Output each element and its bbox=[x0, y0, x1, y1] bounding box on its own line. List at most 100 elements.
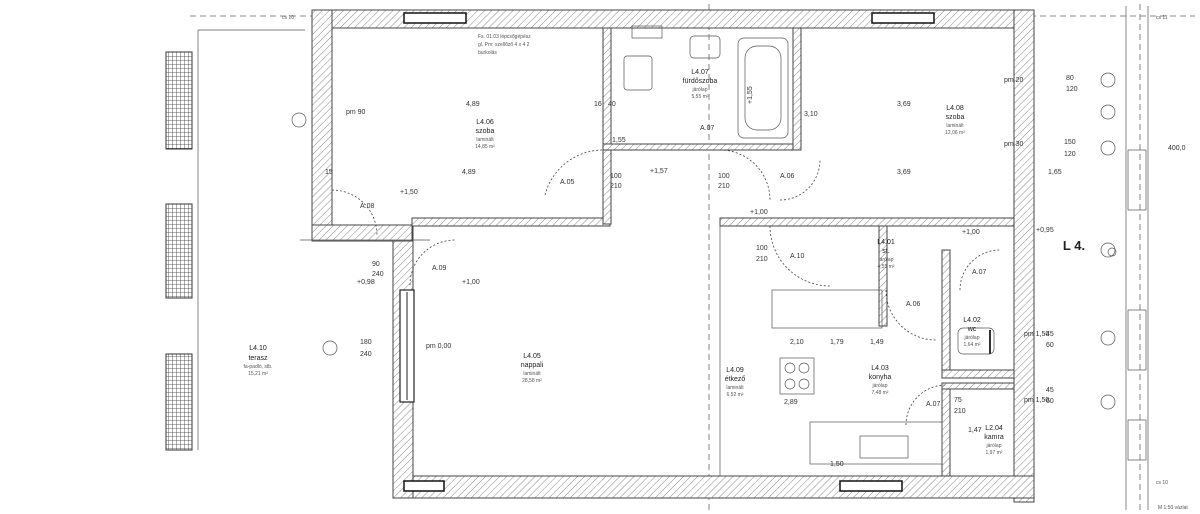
window-top-1 bbox=[403, 12, 467, 24]
sink bbox=[859, 435, 909, 459]
room-l410-area: 15,21 m² bbox=[248, 371, 268, 377]
dim-100-b: 100 bbox=[718, 173, 730, 180]
room-l408-note: laminált bbox=[946, 123, 964, 129]
bathtub bbox=[737, 37, 789, 139]
door-swing-6 bbox=[885, 289, 937, 341]
facade-element-3 bbox=[1127, 419, 1147, 461]
room-l406-code: L4.06 bbox=[476, 119, 494, 126]
marker-circle-5 bbox=[1100, 330, 1116, 346]
door-label-a07c: A.07 bbox=[926, 401, 941, 408]
dim-45-b: 45 bbox=[1046, 387, 1054, 394]
door-swing-9 bbox=[779, 159, 821, 201]
dim-4-89-a: 4,89 bbox=[466, 101, 480, 108]
kitchen-counter bbox=[771, 289, 883, 329]
level-marker-5: +1,00 bbox=[962, 229, 980, 236]
dim-40: 40 bbox=[608, 101, 616, 108]
level-marker-6: +1,55 bbox=[747, 86, 754, 104]
room-l410-code: L4.10 bbox=[249, 345, 267, 352]
corner-ref-3: cs 10 bbox=[1156, 480, 1168, 486]
dim-400: 400,0 bbox=[1168, 145, 1186, 152]
door-label-a07b: A.07 bbox=[972, 269, 987, 276]
toilet-bath bbox=[623, 55, 653, 91]
room-l408-code: L4.08 bbox=[946, 105, 964, 112]
note-finish: burkolás bbox=[478, 50, 497, 56]
dim-pm30: pm 30 bbox=[1004, 141, 1024, 148]
wall-wc-left bbox=[941, 249, 951, 377]
room-l409-name: étkező bbox=[725, 376, 746, 383]
corner-ref-2: cs 11 bbox=[1156, 15, 1168, 21]
dim-60-a: 60 bbox=[1046, 342, 1054, 349]
door-swing-4 bbox=[409, 239, 456, 286]
door-label-a06: A.06 bbox=[906, 301, 921, 308]
dim-1-47: 1,47 bbox=[968, 427, 982, 434]
room-l407-area: 5,55 m² bbox=[692, 94, 709, 100]
dim-210-c: 210 bbox=[756, 256, 768, 263]
scale-note: M 1:50 vázlat bbox=[1158, 505, 1188, 511]
wall-left-notch bbox=[311, 224, 413, 242]
marker-circle-2 bbox=[1100, 104, 1116, 120]
room-l403-area: 7,48 m² bbox=[872, 390, 889, 396]
room-l402-name: wc bbox=[967, 326, 977, 333]
dim-75: 75 bbox=[954, 397, 962, 404]
dim-80-a: 80 bbox=[1066, 75, 1074, 82]
dim-2-89: 2,89 bbox=[784, 399, 798, 406]
room-l407-note: járólap bbox=[691, 87, 707, 93]
room-l401-area: 4,55 m² bbox=[878, 264, 895, 270]
level-marker-1: +1,50 bbox=[400, 189, 418, 196]
room-l409-area: 6,52 m² bbox=[727, 392, 744, 398]
room-l204-note: járólap bbox=[985, 443, 1001, 449]
marker-circle-3 bbox=[1100, 140, 1116, 156]
dim-120-b: 120 bbox=[1064, 151, 1076, 158]
facade-element-1 bbox=[1127, 149, 1147, 211]
wc-bowl bbox=[957, 327, 995, 355]
room-l403-name: konyha bbox=[869, 374, 892, 381]
room-l406-area: 14,85 m² bbox=[475, 144, 495, 150]
room-l401-name: st. bbox=[882, 248, 889, 255]
window-top-3 bbox=[631, 25, 663, 39]
door-label-a05: A.05 bbox=[560, 179, 575, 186]
door-swing-2 bbox=[544, 149, 604, 196]
marker-circle-4 bbox=[1100, 242, 1116, 258]
dim-pm150-b: pm 1,50 bbox=[1024, 397, 1049, 404]
dim-1-65: 1,65 bbox=[1048, 169, 1062, 176]
door-swing-1 bbox=[331, 189, 378, 236]
dim-3-69-b: 3,69 bbox=[897, 169, 911, 176]
room-l405-code: L4.05 bbox=[523, 353, 541, 360]
dim-3-69-a: 3,69 bbox=[897, 101, 911, 108]
level-marker-2: +0,98 bbox=[357, 279, 375, 286]
terrace-railing-2 bbox=[165, 203, 193, 299]
level-marker-4: +0,95 bbox=[1036, 227, 1054, 234]
dim-pm000: pm 0,00 bbox=[426, 343, 451, 350]
wall-left-upper bbox=[311, 9, 333, 241]
dim-16: 16 bbox=[594, 101, 602, 108]
room-l204-code: L2.04 bbox=[985, 425, 1003, 432]
dim-240-b: 240 bbox=[360, 351, 372, 358]
wall-bottom bbox=[392, 475, 1035, 499]
stove bbox=[779, 357, 815, 395]
terrace-railing-1 bbox=[165, 51, 193, 150]
dim-120-a: 120 bbox=[1066, 86, 1078, 93]
room-l401-note: járólap bbox=[877, 257, 893, 263]
marker-circle-1 bbox=[1100, 72, 1116, 88]
marker-circle-9 bbox=[1107, 247, 1117, 257]
room-l405-note: laminált bbox=[523, 371, 541, 377]
facade-element-2 bbox=[1127, 309, 1147, 371]
wall-pantry-top bbox=[941, 382, 1015, 390]
dim-60-b: 60 bbox=[1046, 398, 1054, 405]
marker-circle-8 bbox=[322, 340, 338, 356]
dim-90: 90 bbox=[372, 261, 380, 268]
dim-pm20: pm 20 bbox=[1004, 77, 1024, 84]
dim-4-89-b: 4,89 bbox=[462, 169, 476, 176]
dim-pm90: pm 90 bbox=[346, 109, 366, 116]
note-stair: Fs. 01.03 lépcsőgépész bbox=[478, 34, 531, 40]
dim-240: 240 bbox=[372, 271, 384, 278]
door-label-a08: A.08 bbox=[360, 203, 375, 210]
dim-100-c: 100 bbox=[756, 245, 768, 252]
room-l410-name: terasz bbox=[248, 355, 268, 362]
wall-bath-bottom bbox=[602, 143, 794, 151]
room-l409-code: L4.09 bbox=[726, 367, 744, 374]
door-label-a10: A.10 bbox=[790, 253, 805, 260]
room-l405-area: 28,58 m² bbox=[522, 378, 542, 384]
dim-210-b: 210 bbox=[718, 183, 730, 190]
